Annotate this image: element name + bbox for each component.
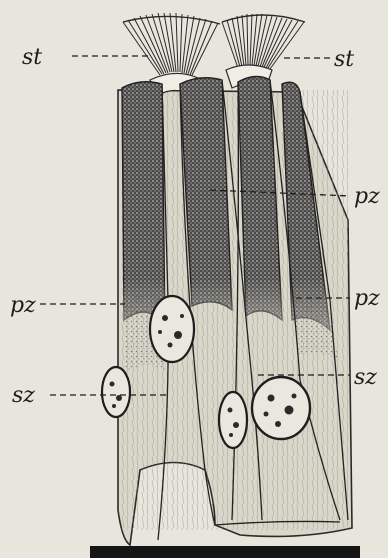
label-sz-right: sz [354, 365, 377, 390]
label-sz-left: sz [12, 383, 35, 408]
nucleus-lower-right [252, 377, 310, 439]
pigment-column-1 [122, 82, 165, 330]
label-pz-right-upper: pz [354, 184, 380, 209]
label-pz-right-lower: pz [354, 286, 380, 311]
label-st-right: st [334, 47, 354, 72]
basal-membrane [90, 546, 360, 558]
nucleus-upper [150, 296, 194, 362]
label-pz-left: pz [10, 293, 36, 318]
label-st-left: st [22, 45, 42, 70]
nucleus-lower-middle [219, 392, 247, 448]
stereocilia-right [222, 14, 305, 69]
stereocilia-left [123, 13, 220, 75]
nucleus-lower-left [102, 367, 130, 417]
